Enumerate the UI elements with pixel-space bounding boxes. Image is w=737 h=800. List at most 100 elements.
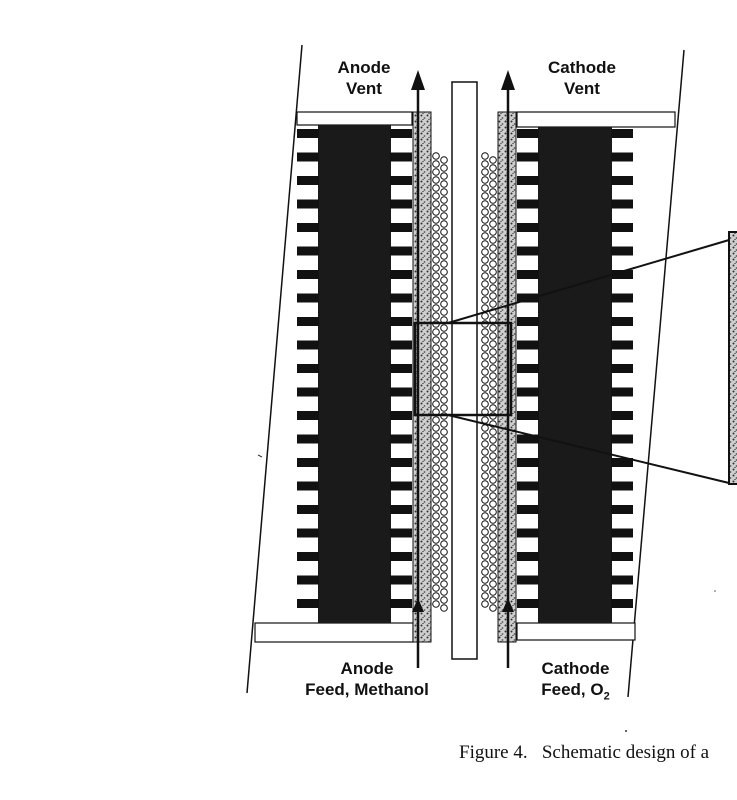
cathode-catalyst-particle [481,568,489,576]
anode-catalyst-particle [432,416,440,424]
cathode-catalyst-particle [481,352,489,360]
anode-catalyst-particle [440,204,448,212]
anode-catalyst-particle [432,336,440,344]
anode-rib-outer [297,387,319,397]
anode-catalyst-particle [440,452,448,460]
anode-catalyst-particle [440,260,448,268]
anode-catalyst-particle [432,232,440,240]
cathode-catalyst-particle [481,152,489,160]
cathode-catalyst-particle [481,456,489,464]
cathode-catalyst-particle [481,576,489,584]
cathode-catalyst-particle [481,600,489,608]
anode-catalyst-particle [432,432,440,440]
cathode-rib-outer [611,246,633,256]
anode-catalyst-particle [440,468,448,476]
cathode-flow-block [538,127,612,623]
anode-rib-inner [390,575,412,585]
cathode-catalyst-particle [481,360,489,368]
anode-catalyst-particle [432,552,440,560]
anode-rib-outer [297,152,319,162]
cathode-catalyst-particle [481,560,489,568]
cathode-catalyst-particle [489,572,497,580]
cathode-catalyst-particle [489,436,497,444]
anode-catalyst-particle [432,600,440,608]
cathode-flow-field [517,127,633,623]
anode-rib-inner [390,552,412,561]
cathode-catalyst-particle [489,212,497,220]
anode-rib-inner [390,152,412,162]
cathode-catalyst-particle [489,604,497,612]
cathode-catalyst-particle [481,480,489,488]
cathode-rib-outer [611,481,633,491]
cathode-catalyst-particle [489,324,497,332]
anode-rib-outer [297,176,319,185]
cathode-catalyst-particle [489,540,497,548]
cathode-rib-inner [517,599,539,608]
cathode-catalyst-particle [489,596,497,604]
cathode-rib-inner [517,505,539,514]
anode-catalyst-particle [432,208,440,216]
anode-flow-field [297,125,412,623]
anode-catalyst-particle [440,308,448,316]
anode-catalyst-particle [432,288,440,296]
cathode-rib-inner [517,434,539,444]
cathode-rib-inner [517,317,539,326]
anode-rib-inner [390,481,412,491]
cathode-catalyst-particle [489,156,497,164]
anode-catalyst-particle [432,392,440,400]
anode-catalyst-particle [440,228,448,236]
cathode-rib-outer [611,317,633,326]
cathode-catalyst-particle [489,244,497,252]
anode-rib-inner [390,434,412,444]
anode-catalyst-particle [440,436,448,444]
cathode-catalyst-particle [489,372,497,380]
anode-catalyst-particle [440,244,448,252]
cathode-catalyst-particle [481,304,489,312]
anode-bottom-endplate [254,622,414,643]
cathode-catalyst-particle [481,232,489,240]
cathode-catalyst-particle [489,356,497,364]
cathode-catalyst-particle [489,492,497,500]
cathode-rib-inner [517,199,539,209]
anode-catalyst-particle [440,220,448,228]
cathode-rib-outer [611,364,633,373]
anode-catalyst-particle [432,464,440,472]
anode-catalyst-particle [440,356,448,364]
cathode-catalyst-particle [489,548,497,556]
cathode-catalyst-particle [481,552,489,560]
anode-catalyst-particle [440,540,448,548]
cathode-rib-outer [611,293,633,303]
cathode-catalyst-particle [481,176,489,184]
anode-rib-inner [390,223,412,232]
cathode-catalyst-particle [489,300,497,308]
anode-catalyst-particle [432,240,440,248]
cathode-catalyst-particle [489,220,497,228]
anode-catalyst-particle [432,480,440,488]
cathode-rib-outer [611,270,633,279]
anode-rib-outer [297,411,319,420]
anode-catalyst-particle [432,536,440,544]
cathode-rib-inner [517,246,539,256]
cathode-catalyst-particle [481,328,489,336]
cathode-rib-inner [517,364,539,373]
anode-rib-outer [297,246,319,256]
anode-catalyst-particle [440,212,448,220]
anode-rib-outer [297,340,319,350]
magnified-inset [728,231,737,485]
cathode-catalyst-particle [489,364,497,372]
cathode-catalyst-particle [489,204,497,212]
cathode-catalyst-particle [481,472,489,480]
anode-rib-outer [297,293,319,303]
cathode-catalyst-particle [489,468,497,476]
cathode-rib-inner [517,411,539,420]
cathode-rib-outer [611,387,633,397]
anode-rib-outer [297,552,319,561]
cathode-catalyst-particle [481,400,489,408]
anode-catalyst-particle [432,264,440,272]
cathode-rib-inner [517,293,539,303]
anode-catalyst-particle [432,304,440,312]
anode-rib-outer [297,528,319,538]
cathode-catalyst-particle [481,240,489,248]
cathode-rib-inner [517,458,539,467]
cathode-catalyst-particle [489,444,497,452]
